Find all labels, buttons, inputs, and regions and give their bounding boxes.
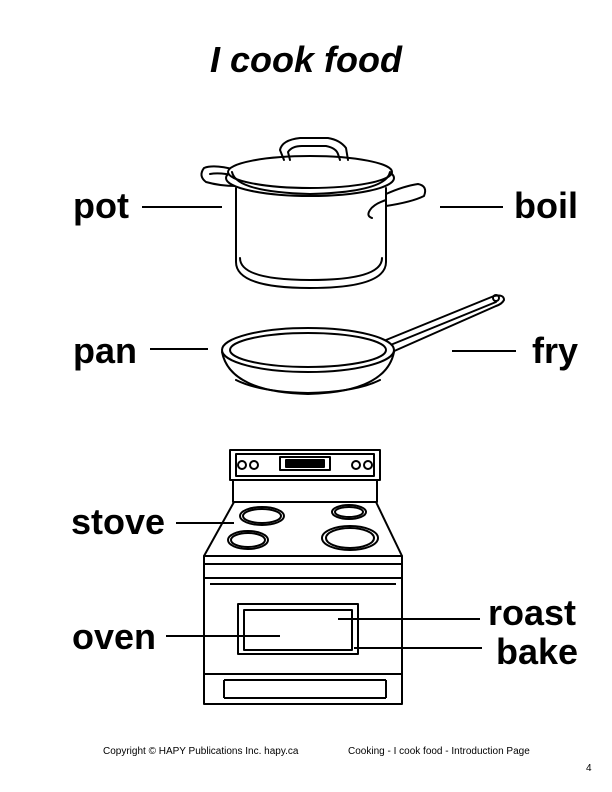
label-pan: pan <box>73 330 138 371</box>
label-fry: fry <box>532 330 579 371</box>
stove-icon <box>203 449 403 705</box>
page-title: I cook food <box>210 39 402 80</box>
label-bake: bake <box>496 631 579 672</box>
label-pot: pot <box>73 185 129 226</box>
frying-pan-icon <box>221 294 505 395</box>
footer-copyright: Copyright © HAPY Publications Inc. hapy.… <box>103 746 299 757</box>
label-roast: roast <box>488 592 577 633</box>
label-boil: boil <box>514 185 578 226</box>
pot-icon <box>200 137 427 289</box>
label-oven: oven <box>72 616 157 657</box>
label-stove: stove <box>71 501 166 542</box>
footer-section: Cooking - I cook food - Introduction Pag… <box>348 746 530 757</box>
page-number: 4 <box>586 763 592 774</box>
